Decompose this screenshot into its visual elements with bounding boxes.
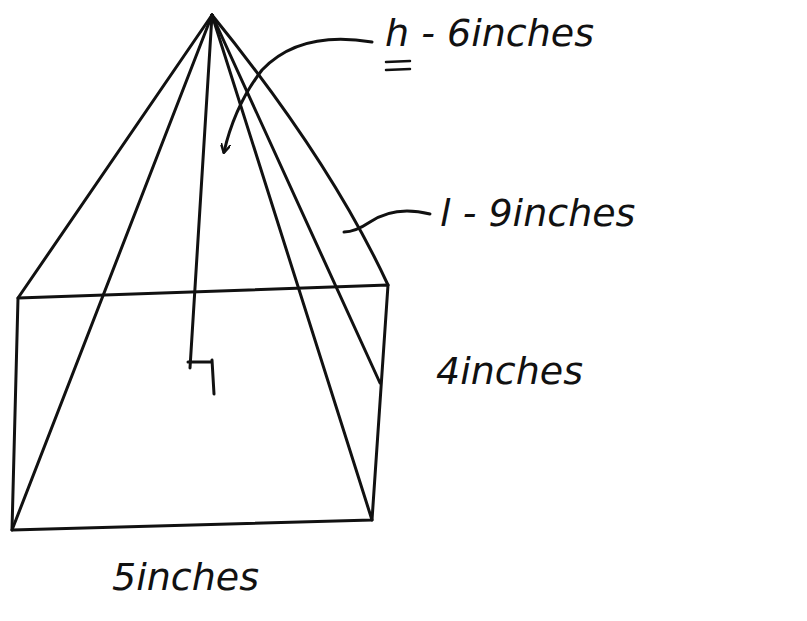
pyramid-edge (18, 15, 212, 298)
pyramid-edge (12, 15, 212, 530)
pyramid-edge (212, 15, 372, 520)
leader-line (344, 211, 430, 232)
base-rectangle (12, 285, 388, 530)
dimension-label: l - 9inches (440, 192, 635, 236)
pyramid-edge (212, 15, 388, 285)
right-angle-mark (188, 360, 214, 394)
dimension-label: h - 6inches (385, 12, 594, 56)
slant-height-line (212, 15, 380, 383)
dimension-label: 5inches (112, 556, 259, 600)
dimension-label: 4inches (436, 350, 583, 394)
leader-line (224, 39, 372, 152)
underline (386, 61, 410, 70)
height-line (190, 15, 212, 368)
